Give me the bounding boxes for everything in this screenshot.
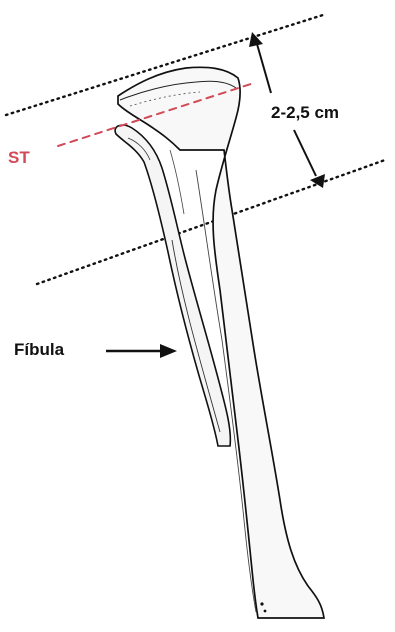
measurement-label: 2-2,5 cm <box>271 103 339 123</box>
fibula-pointer-arrow <box>106 344 177 358</box>
st-label: ST <box>8 148 30 168</box>
lower-dotted-line <box>37 160 385 284</box>
fibula-label: Fíbula <box>14 340 64 360</box>
